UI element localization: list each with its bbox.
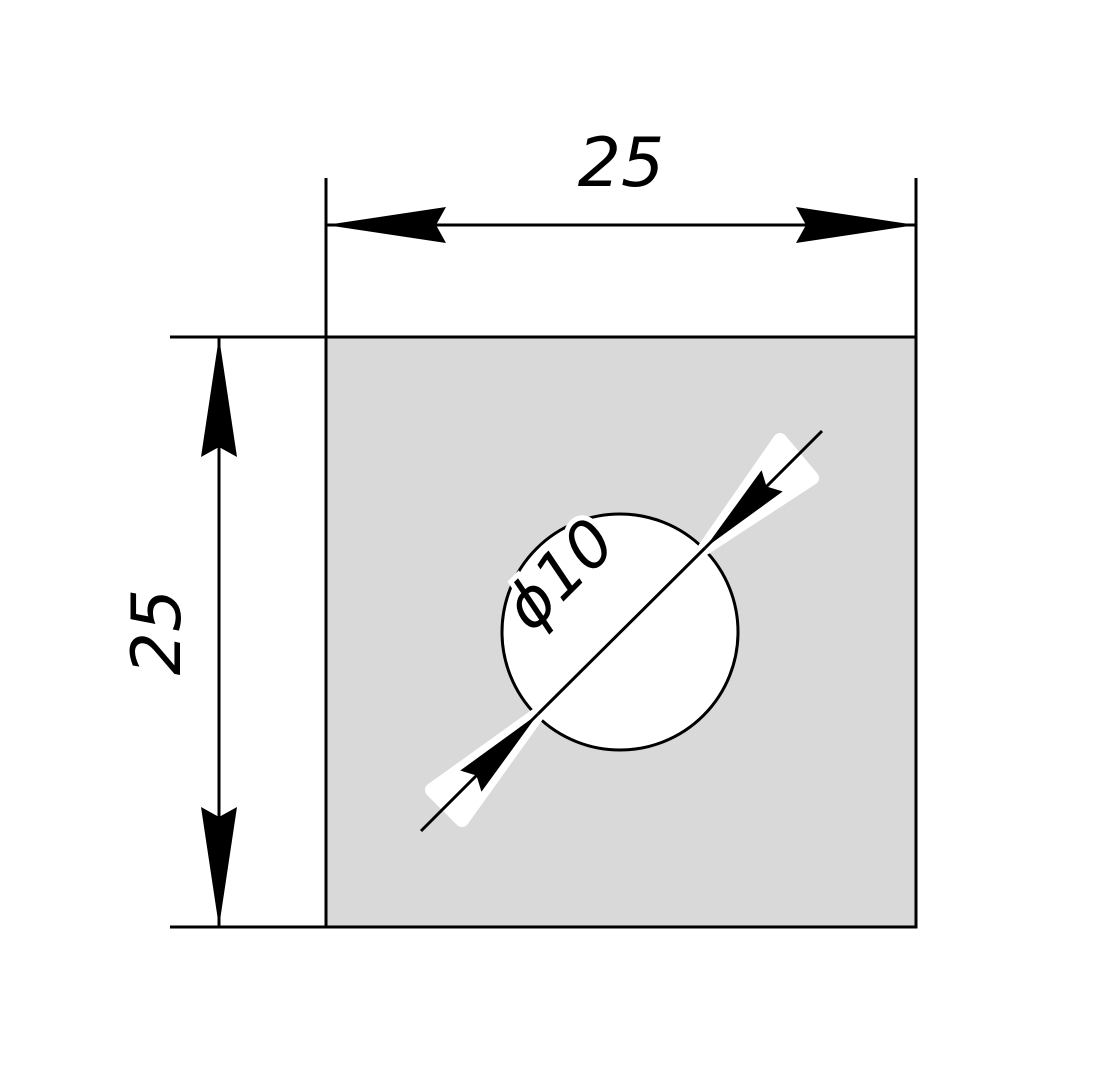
width-dimension-text: 25 <box>578 124 665 203</box>
height-dimension-text: 25 <box>118 589 197 676</box>
hole-leader-upper <box>703 429 824 550</box>
hole-dimension-line <box>536 546 707 716</box>
hole-leader-lower <box>419 712 540 833</box>
